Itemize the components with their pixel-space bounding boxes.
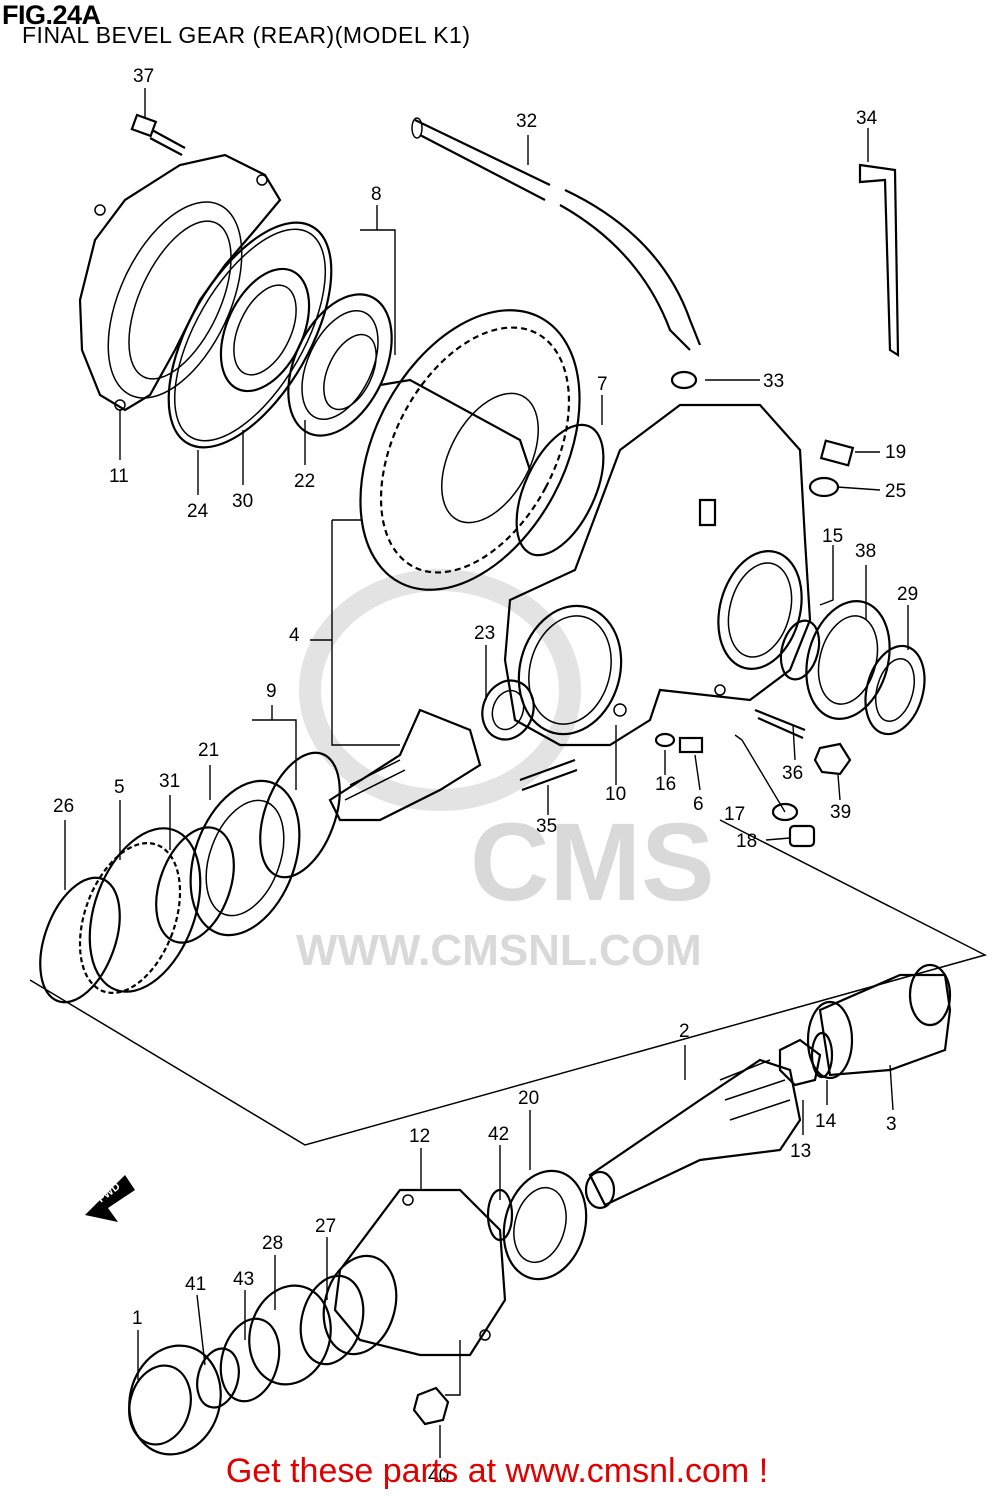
callout-36: 36	[782, 763, 803, 784]
figure-title: FIG.24A	[2, 0, 101, 30]
leader-lines	[64, 88, 909, 1458]
part-roller-bearing	[481, 679, 535, 741]
figure-subtitle: FINAL BEVEL GEAR (REAR)(MODEL K1)	[22, 22, 471, 48]
callout-27: 27	[315, 1216, 336, 1237]
callout-30: 30	[232, 491, 253, 512]
callout-4: 4	[289, 625, 300, 646]
part-small-bolt	[678, 736, 704, 754]
part-coupling	[806, 963, 952, 1080]
part-housing-o-ring	[299, 1274, 365, 1366]
fwd-arrow-icon: FWD	[85, 1175, 135, 1222]
part-needle-bearing	[805, 600, 891, 720]
callout-35: 35	[536, 816, 557, 837]
callout-20: 20	[518, 1088, 539, 1109]
callout-39: 39	[830, 802, 851, 823]
part-bearing-retainer	[78, 827, 202, 994]
part-shaft-washer	[810, 1031, 834, 1079]
part-stud-bolt	[519, 758, 578, 792]
part-nut	[813, 742, 852, 776]
section-divider	[29, 819, 988, 1146]
callout-32: 32	[516, 111, 537, 132]
callout-11: 11	[109, 466, 129, 487]
callout-21: 21	[198, 740, 219, 761]
part-boot-washer	[219, 1317, 281, 1403]
part-stud-bolt-right	[754, 708, 806, 740]
watermark: CMS WWW.CMSNL.COM	[296, 569, 714, 975]
callout-8: 8	[371, 184, 382, 205]
part-washer	[771, 802, 799, 822]
callout-labels: 37 8 32 34 33 7 19 25 15 38 29 11 24 30 …	[53, 66, 918, 1487]
callout-15: 15	[822, 526, 843, 547]
callout-17: 17	[724, 804, 745, 825]
callout-26: 26	[53, 796, 74, 817]
part-retaining-ring	[39, 876, 121, 1004]
part-gear-case	[503, 403, 812, 747]
callout-18: 18	[736, 831, 757, 852]
callout-5: 5	[114, 777, 125, 798]
callout-19: 19	[885, 442, 906, 463]
callout-1: 1	[132, 1308, 143, 1329]
callout-6: 6	[693, 794, 704, 815]
part-drain-plug	[788, 824, 816, 848]
part-breather-tube	[858, 163, 900, 358]
watermark-url: WWW.CMSNL.COM	[296, 926, 702, 975]
footer-link[interactable]: Get these parts at www.cmsnl.com !	[225, 1452, 769, 1490]
part-shim	[515, 423, 605, 557]
part-dust-seal	[248, 1284, 332, 1386]
callout-14: 14	[815, 1111, 837, 1132]
part-seal-ring	[779, 619, 821, 681]
callout-33: 33	[763, 371, 784, 392]
watermark-brand: CMS	[470, 801, 714, 924]
part-housing-bearing	[502, 1169, 588, 1281]
callout-12: 12	[409, 1126, 430, 1147]
part-housing-nut	[412, 1386, 450, 1426]
callout-3: 3	[886, 1114, 897, 1135]
callout-2: 2	[679, 1021, 690, 1042]
part-spacer	[155, 826, 235, 944]
part-rubber-boot	[128, 1344, 222, 1456]
part-bolt-top	[130, 113, 186, 156]
part-small-washer	[654, 732, 676, 748]
callout-23: 23	[474, 623, 495, 644]
callout-16: 16	[655, 774, 676, 795]
callout-22: 22	[294, 471, 315, 492]
part-o-ring	[167, 221, 333, 449]
callout-41: 41	[185, 1274, 206, 1295]
callout-37: 37	[133, 66, 154, 87]
part-pinion-gear	[328, 708, 482, 822]
callout-9: 9	[266, 681, 277, 702]
part-oil-seal-side	[864, 644, 926, 736]
callout-25: 25	[885, 481, 906, 502]
part-breather-clip	[670, 370, 698, 390]
callout-34: 34	[856, 108, 878, 129]
part-breather-hose	[414, 119, 702, 351]
part-shaft-nut	[778, 1038, 822, 1087]
callout-28: 28	[262, 1233, 283, 1254]
part-pinion-bearing	[189, 779, 301, 937]
callout-40: 40	[428, 1466, 449, 1487]
callout-7: 7	[597, 374, 608, 395]
callout-13: 13	[790, 1141, 811, 1162]
part-plug-bolt	[819, 439, 855, 467]
callout-24: 24	[187, 501, 209, 522]
part-ring-gear	[359, 309, 581, 591]
callout-43: 43	[233, 1269, 254, 1290]
part-gasket	[808, 476, 840, 498]
part-drive-shaft	[584, 1058, 802, 1210]
part-boot-clamp	[196, 1347, 240, 1409]
callout-42: 42	[488, 1124, 509, 1145]
callout-10: 10	[605, 784, 626, 805]
callout-29: 29	[897, 584, 918, 605]
callout-38: 38	[855, 541, 876, 562]
callout-31: 31	[159, 771, 180, 792]
